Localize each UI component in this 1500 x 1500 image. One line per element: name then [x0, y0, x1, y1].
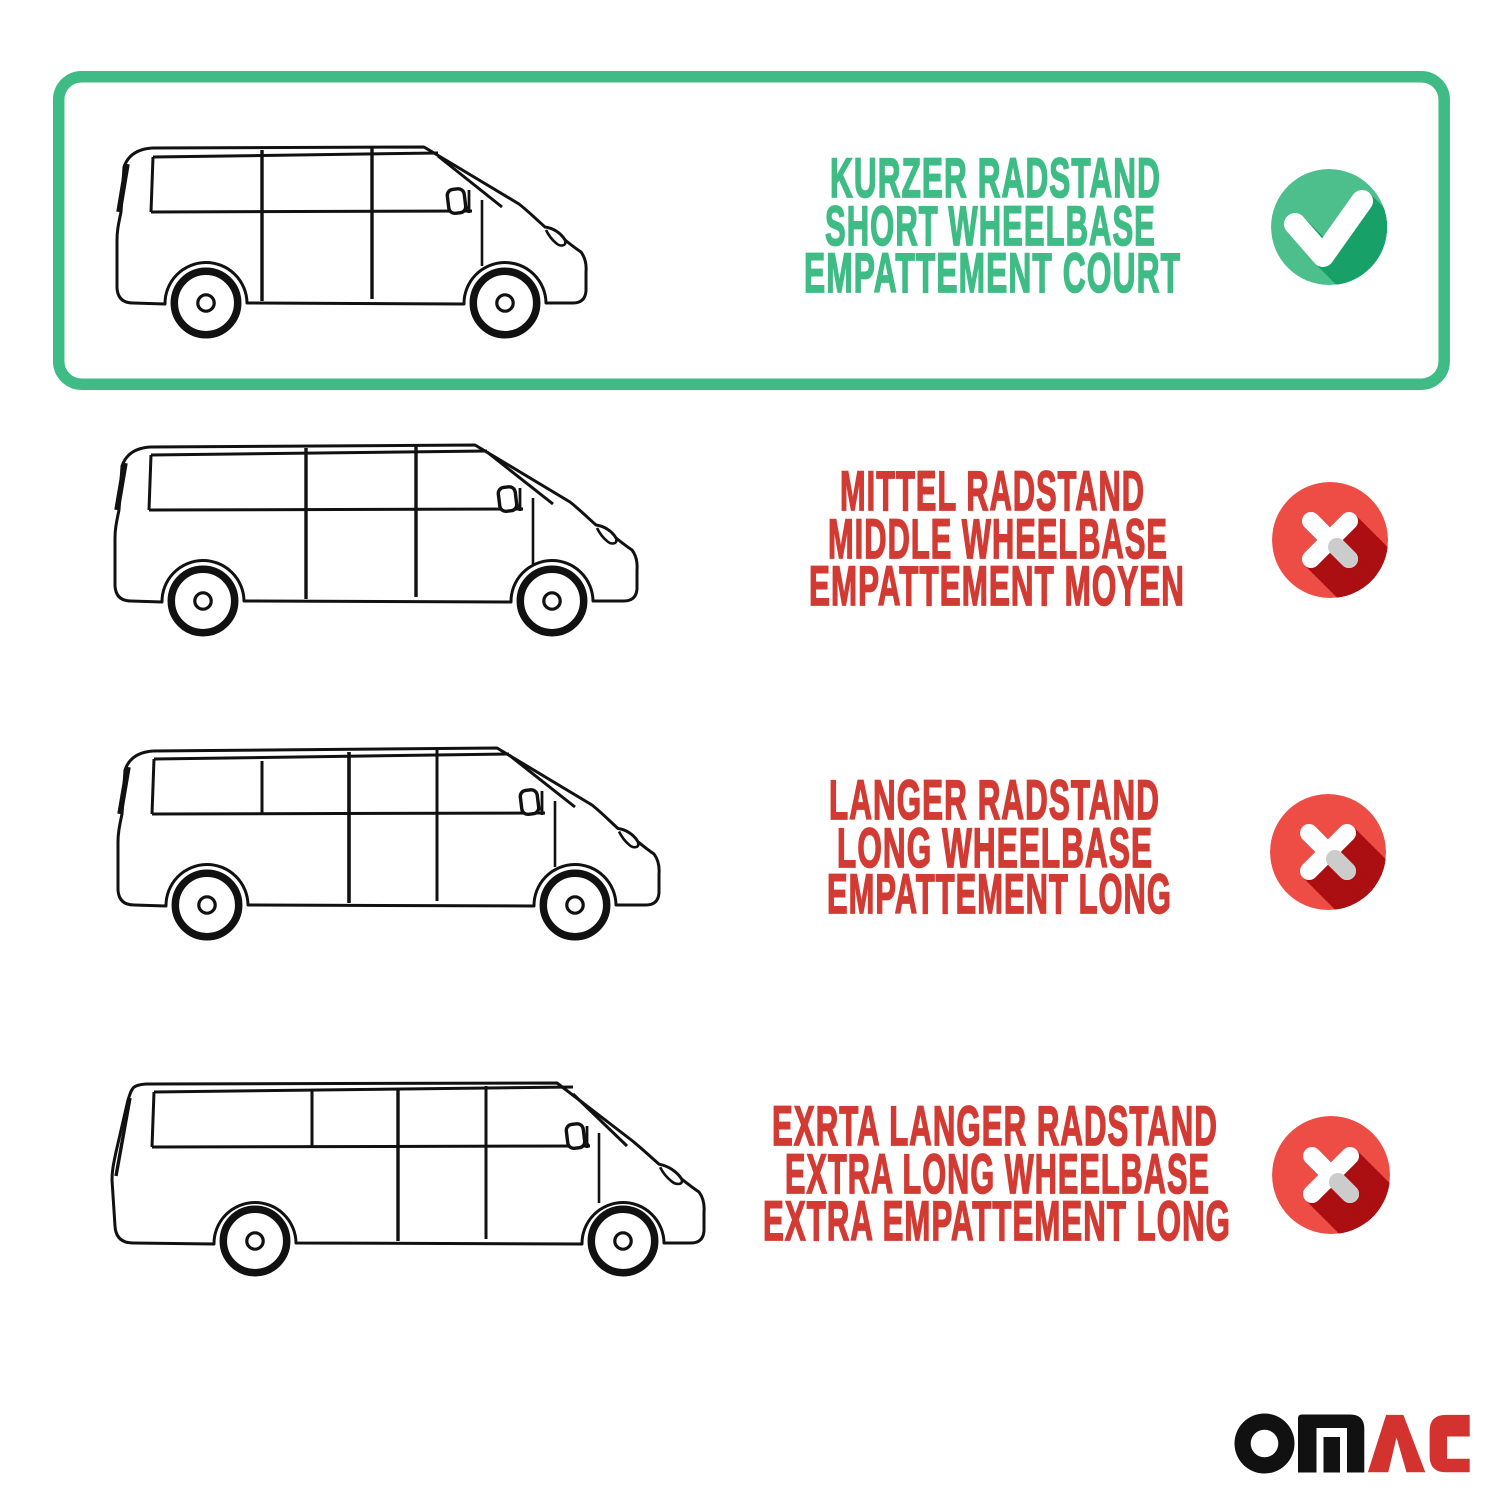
svg-text:MIDDLE WHEELBASE: MIDDLE WHEELBASE: [828, 510, 1168, 571]
svg-text:EXTRA EMPATTEMENT LONG: EXTRA EMPATTEMENT LONG: [763, 1189, 1231, 1252]
svg-text:LONG WHEELBASE: LONG WHEELBASE: [837, 817, 1153, 880]
svg-text:EMPATTEMENT LONG: EMPATTEMENT LONG: [827, 864, 1172, 926]
svg-text:SHORT WHEELBASE: SHORT WHEELBASE: [825, 196, 1156, 258]
svg-text:KURZER RADSTAND: KURZER RADSTAND: [830, 147, 1161, 210]
svg-text:MITTEL RADSTAND: MITTEL RADSTAND: [840, 462, 1145, 523]
svg-text:EMPATTEMENT COURT: EMPATTEMENT COURT: [804, 242, 1181, 305]
svg-text:EXRTA LANGER RADSTAND: EXRTA LANGER RADSTAND: [772, 1094, 1218, 1157]
svg-text:LANGER RADSTAND: LANGER RADSTAND: [829, 769, 1160, 832]
svg-text:EXTRA LONG WHEELBASE: EXTRA LONG WHEELBASE: [785, 1145, 1210, 1206]
svg-text:EMPATTEMENT MOYEN: EMPATTEMENT MOYEN: [809, 555, 1185, 618]
